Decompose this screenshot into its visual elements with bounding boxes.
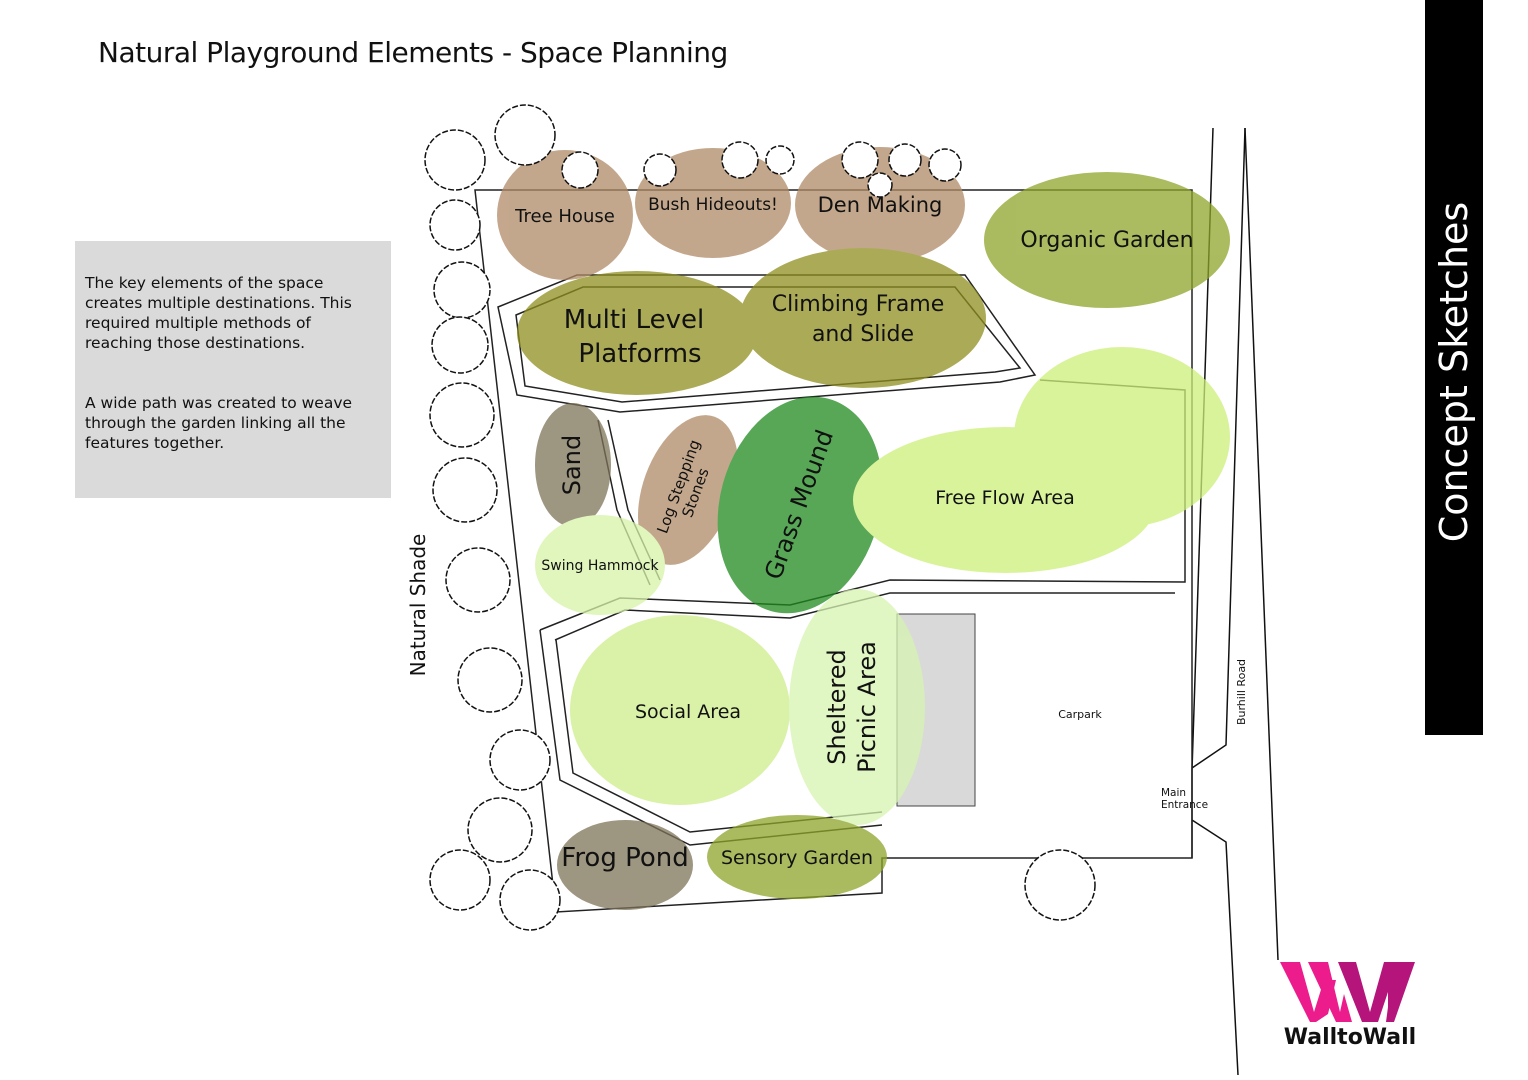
tree-icon bbox=[489, 729, 551, 791]
zone-organic-garden bbox=[984, 172, 1230, 308]
label-free-flow: Free Flow Area bbox=[935, 487, 1075, 509]
tree-icon bbox=[765, 145, 795, 175]
label-road: Burhill Road bbox=[1235, 659, 1248, 725]
label-picnic-area: Picnic Area bbox=[853, 641, 881, 773]
label-sheltered: Sheltered bbox=[823, 649, 851, 764]
label-multi-level: Multi Level bbox=[564, 305, 704, 335]
tree-icon bbox=[457, 647, 523, 713]
walltowall-logo: WalltoWall bbox=[1278, 962, 1423, 1056]
tree-icon bbox=[643, 153, 677, 187]
zone-den-making bbox=[795, 147, 965, 263]
zone-social-area bbox=[570, 615, 790, 805]
label-climbing-frame: Climbing Frame bbox=[772, 292, 945, 317]
zone-tree-house bbox=[497, 150, 633, 280]
tree-icon bbox=[867, 172, 893, 198]
label-swing-hammock: Swing Hammock bbox=[541, 558, 659, 574]
label-frog-pond: Frog Pond bbox=[561, 843, 689, 873]
zone-grass-mound bbox=[717, 396, 883, 614]
label-tree-house: Tree House bbox=[514, 206, 615, 227]
tree-icon bbox=[445, 547, 511, 613]
side-banner: Concept Sketches bbox=[1425, 0, 1483, 735]
tree-icon bbox=[467, 797, 533, 863]
description-paragraph: A wide path was created to weave through… bbox=[85, 394, 353, 452]
description-paragraph: The key elements of the space creates mu… bbox=[85, 274, 352, 352]
tree-icon bbox=[432, 457, 498, 523]
zone-free-flow-area bbox=[853, 427, 1157, 573]
label-natural-shade: Natural Shade bbox=[406, 534, 430, 677]
tree-icon bbox=[494, 104, 556, 166]
zone-sheltered-picnic bbox=[789, 589, 925, 825]
label-den-making: Den Making bbox=[818, 193, 943, 217]
tree-icon bbox=[429, 199, 481, 251]
label-main: Main bbox=[1161, 787, 1186, 799]
tree-icon bbox=[888, 143, 922, 177]
tree-icon bbox=[841, 141, 879, 179]
tree-icon bbox=[429, 849, 491, 911]
tree-icon bbox=[431, 316, 489, 374]
label-sensory-garden: Sensory Garden bbox=[721, 847, 873, 869]
tree-icon bbox=[433, 261, 491, 319]
tree-icon bbox=[928, 148, 962, 182]
page-title: Natural Playground Elements - Space Plan… bbox=[98, 36, 728, 69]
description-box: The key elements of the space creates mu… bbox=[75, 241, 391, 498]
tree-icon bbox=[424, 129, 486, 191]
zone-sand bbox=[535, 403, 611, 527]
label-platforms: Platforms bbox=[578, 339, 701, 369]
label-organic-garden: Organic Garden bbox=[1020, 228, 1193, 253]
tree-icon bbox=[721, 141, 759, 179]
label-carpark: Carpark bbox=[1058, 708, 1102, 721]
zone-multi-level-platforms bbox=[517, 271, 757, 395]
zone-climbing-frame bbox=[740, 248, 986, 388]
tree-icon bbox=[429, 382, 495, 448]
zone-swing-hammock bbox=[535, 515, 665, 615]
tree-icon bbox=[499, 869, 561, 931]
tree-icons bbox=[424, 104, 1096, 931]
zone-sensory-garden bbox=[707, 815, 887, 899]
label-bush-hideouts: Bush Hideouts! bbox=[648, 195, 778, 215]
zones bbox=[497, 147, 1230, 910]
tree-icon bbox=[1024, 849, 1096, 921]
label-and-slide: and Slide bbox=[812, 322, 914, 347]
label-sand: Sand bbox=[558, 435, 586, 495]
label-social-area: Social Area bbox=[635, 701, 741, 723]
tree-icon bbox=[561, 151, 599, 189]
zone-frog-pond bbox=[557, 820, 693, 910]
label-entrance: Entrance bbox=[1161, 799, 1208, 811]
logo-text: WalltoWall bbox=[1284, 1025, 1416, 1050]
zone-log-stepping-stones bbox=[638, 415, 738, 565]
